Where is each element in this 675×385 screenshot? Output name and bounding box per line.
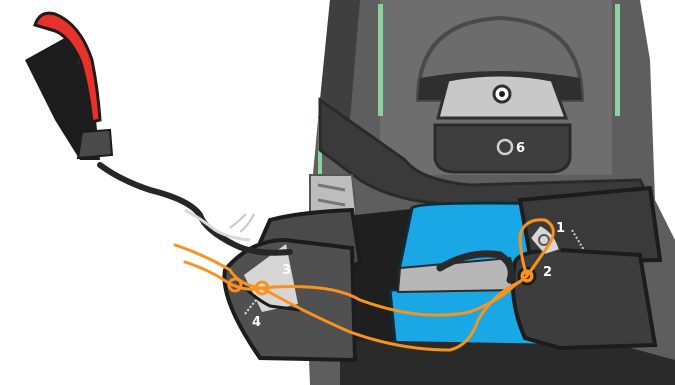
label-2: 2 bbox=[543, 265, 552, 280]
head-shell bbox=[415, 15, 585, 120]
label-1: 1 bbox=[556, 221, 565, 236]
green-trim-right bbox=[615, 4, 620, 116]
label-3: 3 bbox=[282, 263, 291, 278]
seat-base bbox=[340, 340, 675, 385]
handle-red-loop bbox=[33, 11, 102, 124]
hole-1-icon bbox=[538, 234, 550, 246]
routing-line bbox=[173, 218, 555, 352]
left-housing: 3 4 bbox=[222, 207, 363, 363]
label-6: 6 bbox=[516, 141, 525, 156]
green-trim-left bbox=[378, 4, 383, 116]
right-housing: 1 2 bbox=[511, 185, 663, 351]
handle-grip bbox=[25, 35, 100, 160]
plate-6: 6 bbox=[433, 123, 572, 174]
loose-strap bbox=[25, 11, 293, 256]
hole-6-icon bbox=[496, 138, 514, 156]
label-4: 4 bbox=[252, 315, 261, 330]
inner-strap bbox=[436, 250, 515, 284]
